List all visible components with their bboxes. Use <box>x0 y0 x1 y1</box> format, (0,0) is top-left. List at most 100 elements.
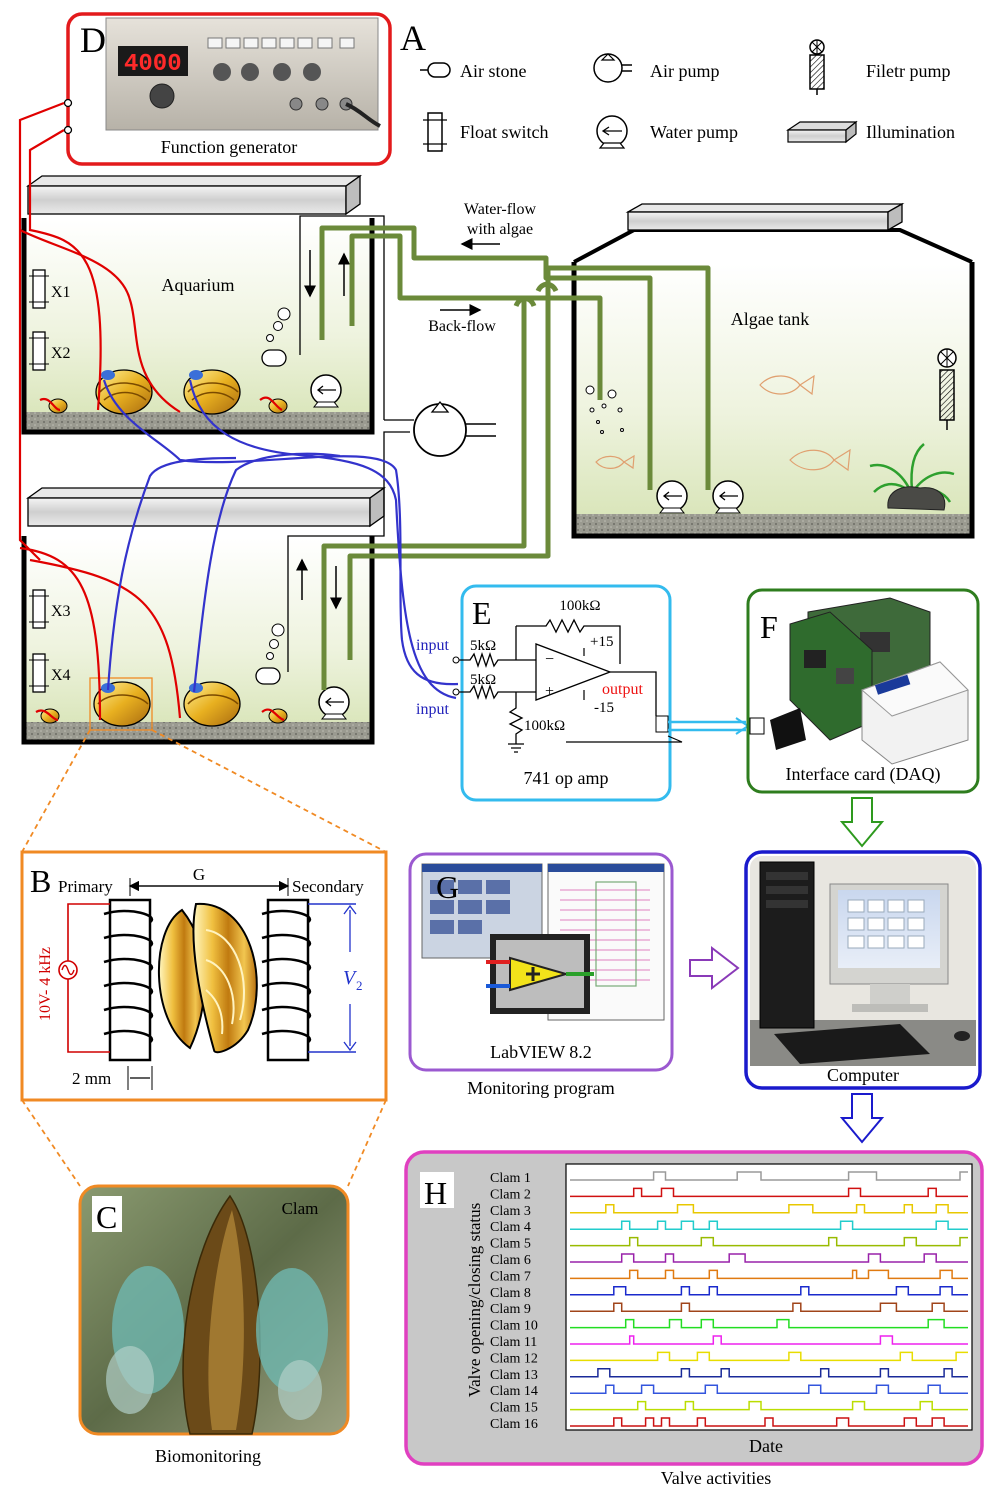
valve-activities-caption: Valve activities <box>661 1468 771 1488</box>
labview-panel: G LabVIEW 8.2 <box>408 852 674 1072</box>
float-switch-x3: X3 <box>29 589 71 629</box>
chart-xlabel: Date <box>749 1436 783 1456</box>
input-label: input <box>416 701 449 718</box>
secondary-label: Secondary <box>292 877 364 896</box>
input-resistor-label: 5kΩ <box>470 638 496 654</box>
input-port <box>749 717 765 735</box>
illumination-icon <box>786 120 858 144</box>
series-line <box>570 1236 968 1247</box>
plant-icon <box>869 443 955 503</box>
panel-label-b: B <box>30 863 51 899</box>
photo-tag: Clam <box>282 1199 319 1218</box>
aquarium-label: Aquarium <box>162 275 235 295</box>
panel-label-g: G <box>436 869 459 905</box>
panel-label-f: F <box>760 609 778 645</box>
float-switch-icon <box>423 112 447 152</box>
biomonitoring-caption: Biomonitoring <box>155 1446 261 1466</box>
computer-panel: Computer <box>744 850 982 1090</box>
upper-aquarium: Aquarium X1 X2 <box>21 174 385 435</box>
labview-logo-icon <box>486 934 594 1014</box>
monitor-grid <box>847 899 925 949</box>
generator-knob <box>149 83 175 109</box>
panel-label-c: C <box>96 1199 117 1235</box>
switch-label: X1 <box>51 284 71 301</box>
series-line <box>570 1269 968 1280</box>
monitor <box>829 883 949 1012</box>
float-switch-x1: X1 <box>29 269 71 309</box>
bnc-connector <box>315 97 329 111</box>
op-amp-minus: − <box>545 651 554 668</box>
right-arrow-icon <box>689 945 740 991</box>
series-line <box>570 1335 968 1345</box>
series-label: Clam 11 <box>490 1335 537 1350</box>
algae-tank-label: Algae tank <box>731 309 809 329</box>
series-label: Clam 3 <box>490 1204 531 1219</box>
panel-label-e: E <box>472 595 492 631</box>
series-label: Clam 12 <box>490 1351 538 1366</box>
clam <box>95 369 153 415</box>
clam-photo-panel: C Clam <box>78 1184 350 1436</box>
switch-label: X2 <box>51 345 71 362</box>
function-generator-panel: 4000 D Function generator <box>63 12 392 166</box>
input-terminal <box>452 656 460 664</box>
output-terminal <box>63 125 73 135</box>
panel-label-a: A <box>400 18 426 58</box>
series-line <box>570 1417 968 1427</box>
signal-cable <box>668 720 746 732</box>
panel-label-d: D <box>80 20 106 60</box>
filter-pump-icon <box>937 348 957 430</box>
bnc-connector <box>289 97 303 111</box>
series-label: Clam 14 <box>490 1384 538 1399</box>
input-resistor-label: 5kΩ <box>470 672 496 688</box>
series-line <box>570 1302 968 1312</box>
water-tubes <box>319 225 711 690</box>
series-line <box>570 1171 968 1181</box>
clam-shell-illustration <box>158 902 258 1054</box>
legend-filter-pump: Filetr pump <box>866 61 951 81</box>
amplifier-caption: 741 op amp <box>524 768 609 788</box>
down-arrow-icon <box>839 1093 885 1144</box>
generator-knob <box>241 63 259 81</box>
generator-readout: 4000 <box>124 51 182 78</box>
illumination-lamp <box>625 202 905 232</box>
legend-water-pump: Water pump <box>650 122 738 142</box>
algae-tank: Algae tank <box>571 202 975 539</box>
primary-coil <box>103 898 154 1062</box>
series-line <box>570 1400 968 1411</box>
series-line <box>570 1187 968 1198</box>
source-label: 10V- 4 kHz <box>37 947 54 1021</box>
feedback-resistor-label: 100kΩ <box>559 598 600 614</box>
clam <box>183 681 241 727</box>
tube-crossover <box>535 281 559 293</box>
series-line <box>570 1204 968 1214</box>
series-label: Clam 8 <box>490 1286 531 1301</box>
legend-illumination: Illumination <box>866 122 955 142</box>
mouse <box>954 1031 970 1041</box>
tube-crossover <box>513 296 537 308</box>
illumination-lamp <box>25 174 363 216</box>
legend-air-pump: Air pump <box>650 61 720 81</box>
series-label: Clam 5 <box>490 1237 531 1252</box>
chart-ylabel: Valve opening/closing status <box>465 1203 484 1398</box>
air-bubbles <box>585 385 624 434</box>
air-pump-icon <box>593 53 632 83</box>
series-label: Clam 16 <box>490 1417 538 1432</box>
output-terminal <box>63 98 73 108</box>
down-arrow-icon <box>839 797 885 848</box>
op-amp-symbol <box>535 643 612 701</box>
voltage-label: V <box>343 967 358 989</box>
series-line <box>570 1286 968 1296</box>
series-label: Clam 10 <box>490 1319 538 1334</box>
primary-label: Primary <box>58 877 113 896</box>
keyboard <box>774 1024 930 1064</box>
series-line <box>570 1253 968 1263</box>
water-pump-icon <box>712 480 744 514</box>
minus-supply-label: -15 <box>594 700 614 716</box>
monitoring-program-caption: Monitoring program <box>467 1078 614 1098</box>
computer-caption: Computer <box>827 1065 899 1085</box>
rock-icon <box>887 486 946 511</box>
switch-label: X3 <box>51 603 71 620</box>
panel-label-h: H <box>424 1175 447 1211</box>
generator-knob <box>213 63 231 81</box>
